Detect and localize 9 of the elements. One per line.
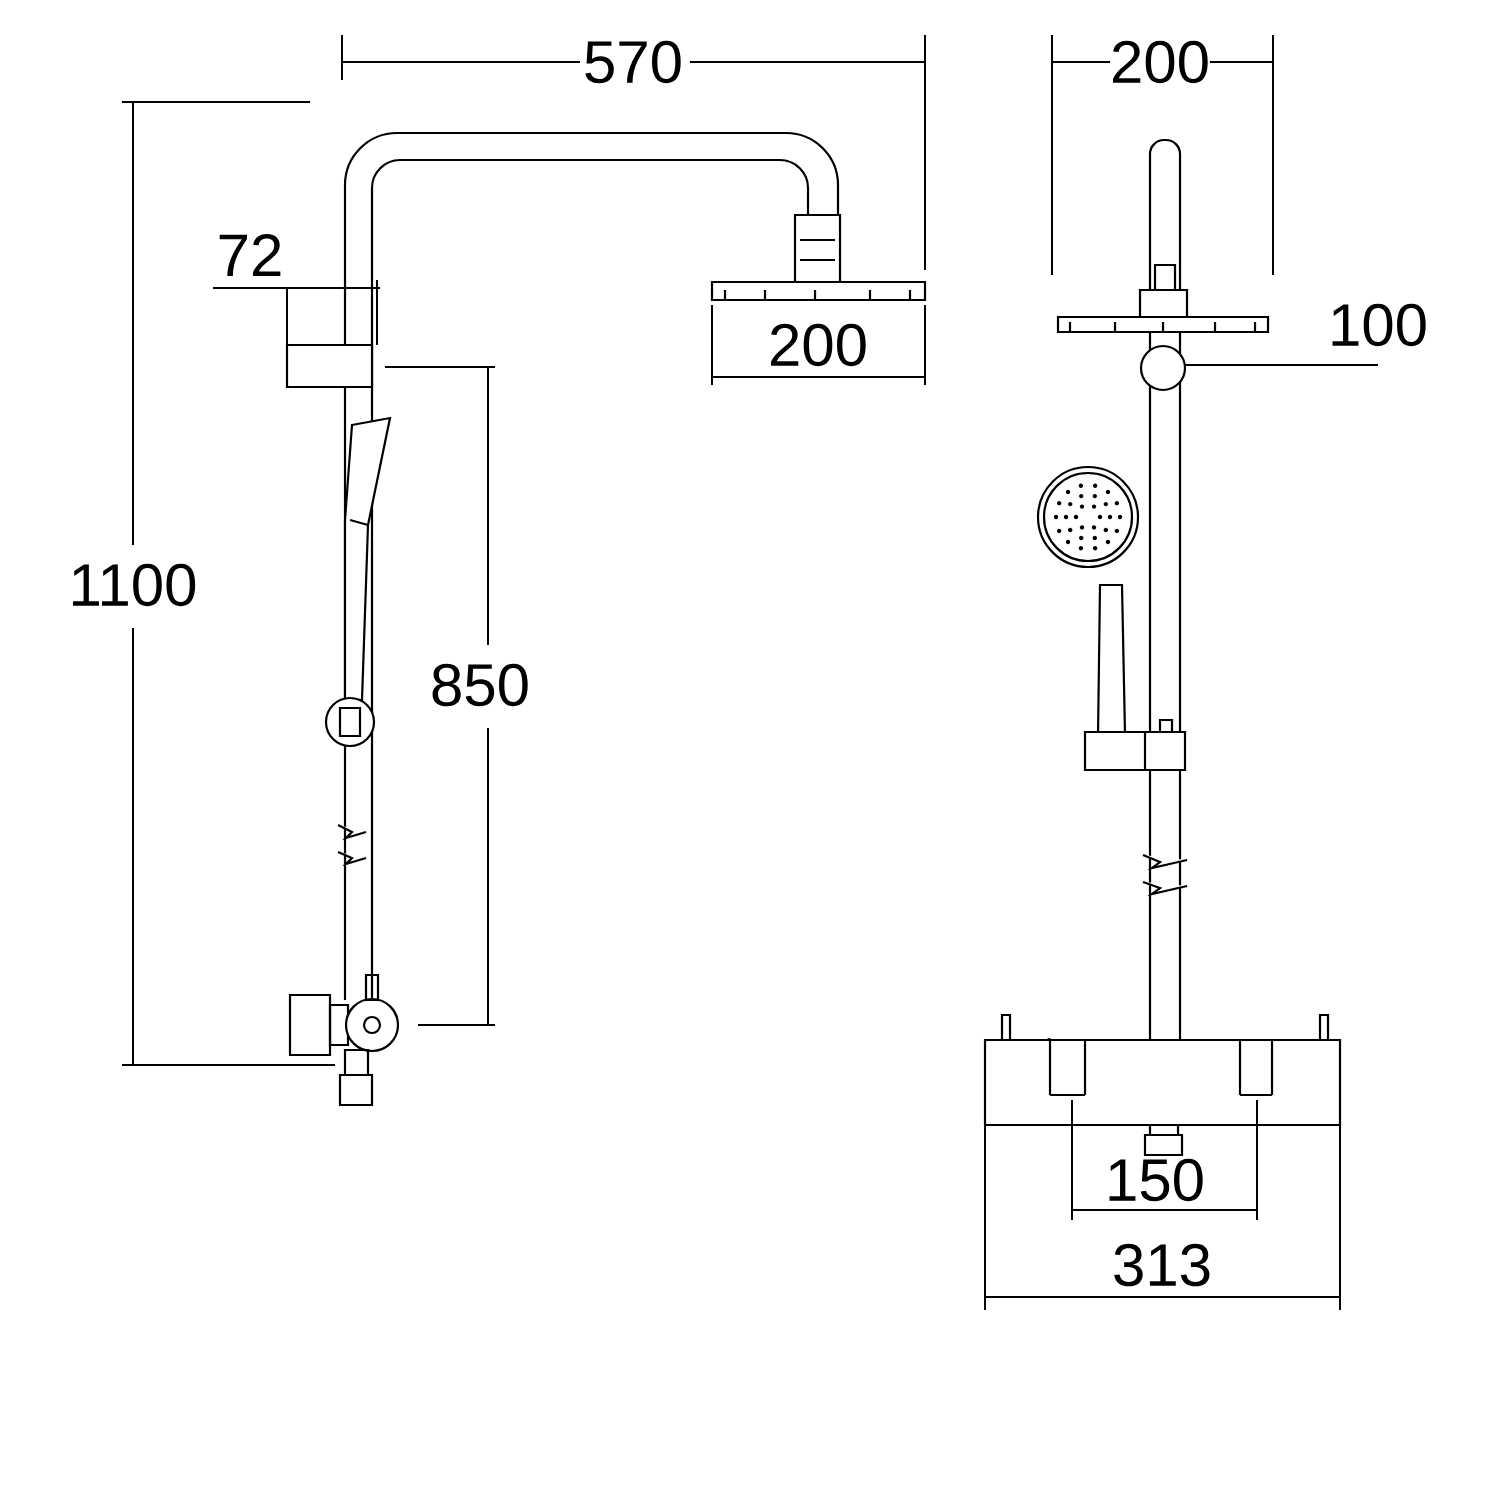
dimension-label: 570 xyxy=(585,40,681,84)
dimension-label: 850 xyxy=(432,663,528,707)
dimension-label: 313 xyxy=(1114,1243,1210,1287)
dimension-label: 200 xyxy=(770,323,866,367)
dimension-label: 200 xyxy=(1112,40,1208,84)
dimension-label: 150 xyxy=(1109,1158,1203,1202)
dimension-label: 1100 xyxy=(73,563,196,607)
dimension-label: 72 xyxy=(219,234,281,276)
dimension-label: 100 xyxy=(1332,303,1426,347)
